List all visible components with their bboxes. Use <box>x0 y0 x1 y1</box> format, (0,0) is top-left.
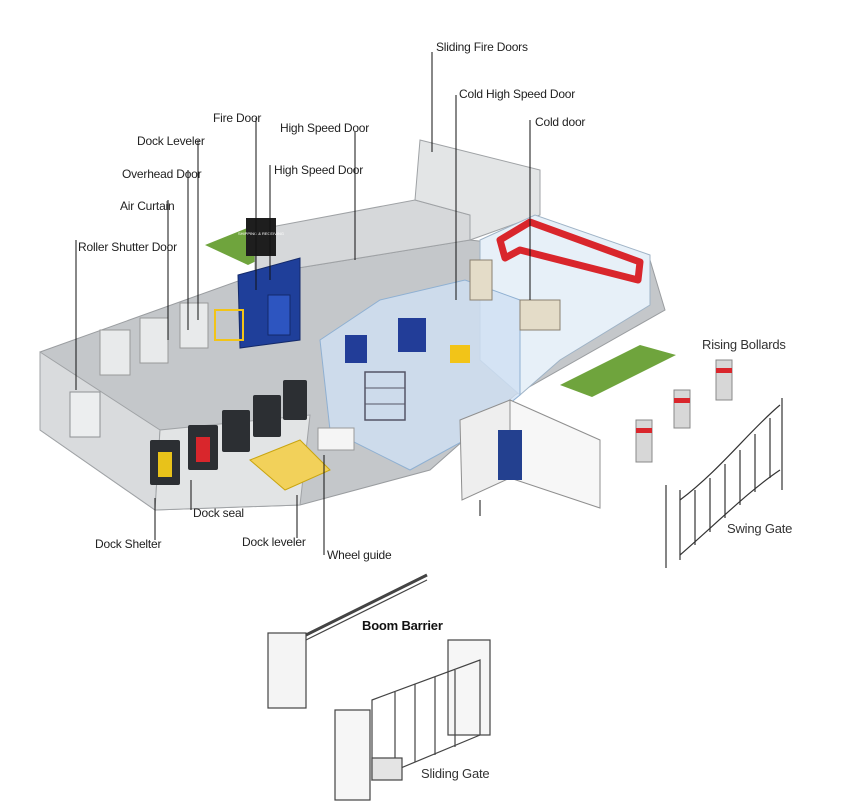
container-trailer <box>509 399 601 509</box>
boom-barrier <box>267 573 428 709</box>
shelving-unit <box>364 371 406 421</box>
overhead-door-3 <box>179 302 209 349</box>
forklift <box>450 345 470 363</box>
label-dock-shelter: Dock Shelter <box>95 537 162 551</box>
container-dock-door <box>498 430 522 480</box>
rising-bollards <box>635 359 733 463</box>
cold-high-speed-door <box>398 318 426 352</box>
label-fire-door: Fire Door <box>213 111 262 125</box>
label-cold-door: Cold door <box>535 115 586 129</box>
grass-patch-right <box>560 345 676 397</box>
label-overhead-door: Overhead Door <box>122 167 202 181</box>
label-air-curtain: Air Curtain <box>120 199 175 213</box>
label-dock-leveler-bottom: Dock leveler <box>242 535 306 549</box>
high-speed-door-cold <box>345 335 367 363</box>
dock-bays <box>150 380 307 485</box>
label-dock-leveler-top: Dock Leveler <box>137 134 205 148</box>
shipping-sign-board <box>246 218 276 256</box>
overhead-door-2 <box>139 317 169 364</box>
dock-leveler-pad <box>249 439 331 491</box>
label-sliding-gate: Sliding Gate <box>421 766 490 781</box>
swing-gate <box>665 398 783 568</box>
overhead-door-1 <box>99 329 131 376</box>
sliding-gate <box>334 639 491 801</box>
label-sliding-fire-doors: Sliding Fire Doors <box>436 40 528 54</box>
delivery-van <box>317 427 355 451</box>
roller-shutter <box>69 391 101 438</box>
upper-wall <box>414 139 541 241</box>
rack-1 <box>469 259 493 301</box>
air-curtain-frame <box>214 309 244 341</box>
label-rising-bollards: Rising Bollards <box>702 337 786 352</box>
fire-door <box>267 294 291 336</box>
label-boom-barrier: Boom Barrier <box>362 618 443 633</box>
label-high-speed-door-1: High Speed Door <box>280 121 370 135</box>
label-cold-high-speed-door: Cold High Speed Door <box>459 87 576 101</box>
shipping-sign: SHIPPING & RECEIVING <box>238 231 284 236</box>
leader-lines <box>75 52 531 555</box>
label-wheel-guide: Wheel guide <box>327 548 392 562</box>
label-high-speed-door-2: High Speed Door <box>274 163 364 177</box>
label-roller-shutter-door: Roller Shutter Door <box>78 240 177 254</box>
label-swing-gate: Swing Gate <box>727 521 793 536</box>
rack-2 <box>519 299 561 331</box>
label-dock-seal: Dock seal <box>193 506 244 520</box>
